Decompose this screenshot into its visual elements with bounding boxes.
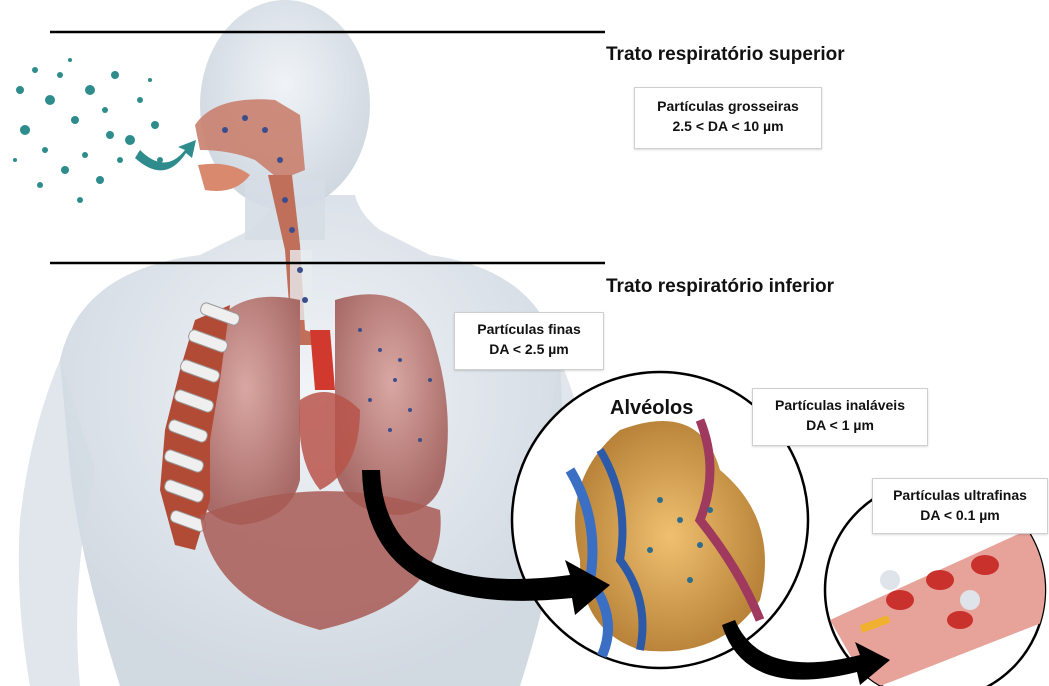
inhale-arrow: [135, 140, 196, 170]
particle-cloud: [13, 58, 163, 203]
ultrafine-particles-box: Partículas ultrafinas DA < 0.1 µm: [872, 478, 1048, 534]
alveoli-label: Alvéolos: [610, 397, 693, 420]
inhalable-particles-title: Partículas inaláveis: [753, 395, 927, 415]
ultrafine-particles-range: DA < 0.1 µm: [873, 505, 1047, 525]
fine-particles-box: Partículas finas DA < 2.5 µm: [454, 312, 604, 370]
fine-particles-title: Partículas finas: [455, 319, 603, 339]
coarse-particles-title: Partículas grosseiras: [635, 96, 821, 116]
upper-tract-label: Trato respiratório superior: [606, 44, 845, 66]
lower-tract-label: Trato respiratório inferior: [606, 276, 834, 298]
inhalable-particles-range: DA < 1 µm: [753, 415, 927, 435]
inhalable-particles-box: Partículas inaláveis DA < 1 µm: [752, 388, 928, 446]
ultrafine-particles-title: Partículas ultrafinas: [873, 485, 1047, 505]
coarse-particles-box: Partículas grosseiras 2.5 < DA < 10 µm: [634, 87, 822, 149]
fine-particles-range: DA < 2.5 µm: [455, 339, 603, 359]
coarse-particles-range: 2.5 < DA < 10 µm: [635, 116, 821, 136]
